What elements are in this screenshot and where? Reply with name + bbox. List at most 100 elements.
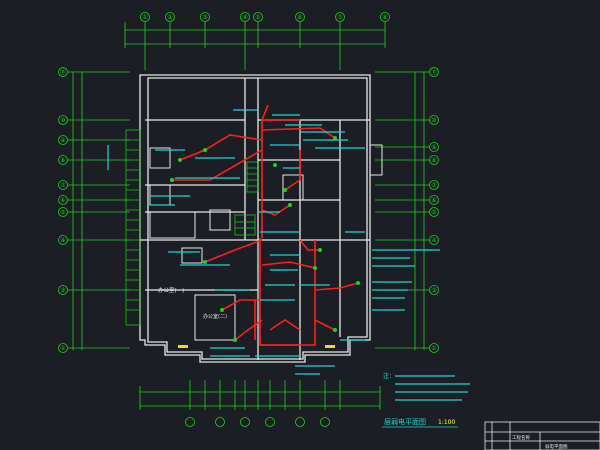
cable-branch	[234, 319, 263, 341]
right-axis-bubbles	[429, 67, 439, 353]
cable-branch	[269, 319, 301, 331]
bottom-axis-bubbles	[185, 417, 330, 427]
axis-bubble	[140, 12, 150, 22]
left-dimension-lines	[68, 71, 130, 350]
balcony-right	[369, 144, 383, 176]
outlet-symbol	[203, 260, 207, 264]
axis-label: ⑨	[431, 144, 436, 151]
axis-bubble	[429, 285, 439, 295]
light-fixture	[178, 345, 188, 348]
axis-label: ⑥	[431, 197, 436, 204]
outlets	[170, 136, 360, 342]
shaft	[149, 147, 171, 169]
axis-label: ⑤	[431, 209, 436, 216]
outlet-symbol	[178, 158, 182, 162]
cable-branch	[284, 150, 301, 191]
axis-bubble	[380, 12, 390, 22]
bottom-dimension-lines	[139, 380, 381, 410]
axis-bubble	[253, 12, 263, 22]
axis-bubble	[58, 195, 68, 205]
notes-lines	[395, 375, 470, 401]
axis-bubble	[58, 67, 68, 77]
left-axis-labels: ⑪ ⑩ ⑨ ⑧ ⑦ ⑥ ⑤ ④ ③ ①	[60, 68, 66, 352]
title-block	[484, 421, 600, 450]
axis-label: ⑥	[297, 14, 302, 21]
right-axis-labels: ⑪ ⑩ ⑨ ⑧ ⑦ ⑥ ⑤ ④ ③ ①	[431, 68, 437, 352]
axis-label: ⑦	[337, 14, 343, 21]
axis-bubble	[58, 235, 68, 245]
axis-bubble	[295, 417, 305, 427]
axis-label: ③	[60, 287, 65, 294]
light-fixture	[325, 345, 335, 348]
drawing-title: 层弱电平面图	[384, 417, 426, 426]
axis-label: ③	[202, 14, 207, 21]
axis-bubble	[240, 12, 250, 22]
axis-bubble	[215, 417, 225, 427]
top-axis-bubbles	[140, 12, 390, 22]
axis-label: ③	[431, 287, 436, 294]
outlet-symbol	[333, 328, 337, 332]
axis-bubble	[58, 115, 68, 125]
axis-label: ④	[60, 237, 65, 244]
axis-label: ⑨	[60, 137, 65, 144]
axis-bubble	[58, 180, 68, 190]
axis-bubble	[429, 180, 439, 190]
shaft	[149, 211, 196, 239]
axis-label: ①	[142, 14, 147, 21]
outlet-symbol	[273, 163, 277, 167]
right-dimension-lines	[375, 71, 430, 350]
outlet-symbol	[356, 281, 360, 285]
outlet-symbol	[203, 148, 207, 152]
axis-bubble	[429, 195, 439, 205]
axis-bubble	[58, 343, 68, 353]
outlet-symbol	[313, 266, 317, 270]
cable-runs	[172, 104, 359, 346]
axis-label: ⑦	[431, 182, 437, 189]
axis-label: ⑧	[431, 157, 436, 164]
axis-bubble	[58, 207, 68, 217]
ceiling-lights	[178, 345, 335, 348]
axis-bubble	[240, 417, 250, 427]
axis-label: ⑩	[60, 117, 65, 124]
cable-branch	[172, 149, 263, 181]
top-axis-labels: ① ② ③ ④ ⑤ ⑥ ⑦ ⑧	[142, 14, 387, 21]
cable-trunk	[260, 240, 316, 346]
outlet-symbol	[318, 248, 322, 252]
axis-label: ⑦	[60, 182, 66, 189]
exterior-wall-inner	[147, 77, 368, 360]
axis-label: ⑩	[431, 117, 436, 124]
axis-label: ⑤	[60, 209, 65, 216]
axis-bubble	[200, 12, 210, 22]
axis-label: ①	[431, 345, 436, 352]
axis-bubble	[335, 12, 345, 22]
axis-bubble	[429, 142, 439, 152]
shaft	[209, 209, 231, 231]
annotation-labels	[107, 109, 440, 375]
axis-label: ⑧	[60, 157, 65, 164]
axis-bubble	[58, 155, 68, 165]
outlet-symbol	[170, 178, 174, 182]
axis-label: ②	[167, 14, 173, 21]
room-label-office-large: 办公室(一)	[158, 286, 184, 294]
axis-bubble	[429, 115, 439, 125]
axis-label: ⑪	[431, 68, 437, 76]
cable-branch	[299, 239, 320, 251]
axis-label: ⑪	[60, 68, 66, 76]
axis-label: ④	[242, 14, 247, 21]
axis-label: ⑤	[255, 14, 260, 21]
top-dimension-lines	[124, 22, 386, 70]
staircase-left	[125, 129, 141, 326]
outlet-symbol	[333, 136, 337, 140]
title-block-project: 工程名称	[512, 434, 530, 441]
staircase-center	[234, 161, 259, 236]
axis-bubble	[185, 417, 195, 427]
axis-bubble	[295, 12, 305, 22]
axis-bubble	[320, 417, 330, 427]
shaft	[194, 294, 236, 341]
cable-branch	[314, 282, 359, 291]
axis-bubble	[429, 67, 439, 77]
axis-bubble	[165, 12, 175, 22]
notes-heading: 注：	[383, 372, 395, 380]
axis-bubble	[58, 285, 68, 295]
outlet-symbol	[288, 203, 292, 207]
